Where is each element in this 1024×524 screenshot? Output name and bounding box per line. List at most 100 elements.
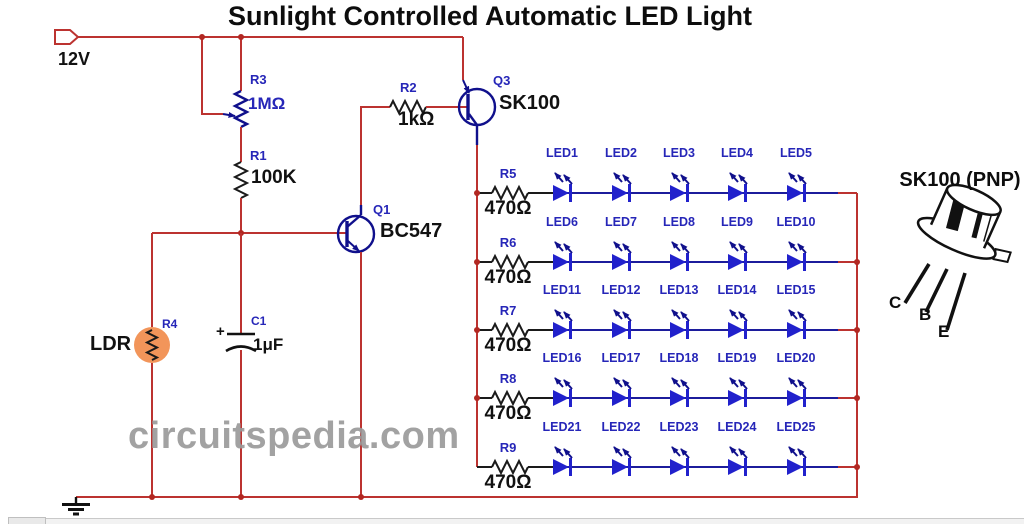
led-name-label: LED18 [659,351,699,365]
ground-symbol [62,497,90,516]
led-symbol [670,446,690,476]
resistor-r2-symbol [389,98,468,116]
row-resistor-ref-label: R7 [499,303,517,318]
led-name-label: LED2 [605,146,637,160]
c1-ref-label: C1 [251,314,267,328]
led-symbol [612,241,632,271]
led-symbol [612,172,632,202]
led-row [474,309,860,339]
led-name-label: LED11 [542,283,582,297]
row-resistor-ref-label: R6 [499,235,517,250]
transistor-q3-symbol [457,79,497,467]
led-name-label: LED14 [717,283,757,297]
sk100-package-drawing [903,183,1012,331]
capacitor-c1-symbol [225,332,257,497]
led-name-label: LED5 [780,146,812,160]
led-name-label: LED4 [721,146,753,160]
led-symbol [787,309,807,339]
led-symbol [670,172,690,202]
led-name-label: LED16 [542,351,582,365]
page-bottom-strip-edge [8,517,46,524]
led-name-label: LED7 [605,215,637,229]
led-symbol [728,309,748,339]
transistor-q1-symbol [336,106,390,497]
led-name-label: LED13 [659,283,699,297]
led-symbol [787,446,807,476]
led-symbol [612,446,632,476]
row-resistor-ref-label: R9 [499,440,517,455]
r3-ref-label: R3 [250,72,267,87]
row-resistor-ref-label: R8 [499,371,517,386]
led-symbol [728,241,748,271]
led-name-label: LED12 [601,283,641,297]
ldr-symbol [134,327,170,497]
r1-ref-label: R1 [250,148,267,163]
led-name-label: LED20 [776,351,816,365]
led-symbol [670,241,690,271]
led-symbol [553,309,573,339]
power-rail-wires [78,34,464,115]
led-name-label: LED6 [546,215,578,229]
row-resistor-value-label: 470Ω [484,198,532,219]
q3-ref-label: Q3 [493,73,511,88]
led-name-label: LED1 [546,146,578,160]
led-symbol [787,172,807,202]
supply-voltage-label: 12V [58,49,91,69]
q1-ref-label: Q1 [373,202,391,217]
led-name-label: LED23 [659,420,699,434]
led-symbol [612,377,632,407]
led-symbol [553,172,573,202]
led-row [477,446,860,476]
led-name-label: LED24 [717,420,757,434]
row-resistor-ref-label: R5 [499,166,517,181]
row-resistor-value-label: 470Ω [484,335,532,356]
led-name-label: LED17 [601,351,641,365]
q3-value-label: SK100 [499,92,561,114]
watermark: circuitspedia.com [128,415,460,457]
led-symbol [553,446,573,476]
return-rails [76,193,858,500]
led-row [474,241,860,271]
ldr-label: LDR [90,333,132,355]
led-array [474,172,860,476]
r2-value-label: 1kΩ [398,109,435,130]
led-symbol [670,309,690,339]
led-symbol [728,377,748,407]
led-symbol [787,241,807,271]
led-name-label: LED15 [776,283,816,297]
led-name-label: LED25 [776,420,816,434]
led-symbol [728,446,748,476]
base-node-wires [151,230,347,334]
c1-polarity-label: + [216,323,225,340]
led-symbol [670,377,690,407]
supply-tag-symbol [54,29,80,45]
page-bottom-strip [8,518,1024,524]
r1-value-label: 100K [251,167,297,188]
pin-label-c: C [889,293,902,312]
q1-value-label: BC547 [380,220,443,242]
ldr-ref-label: R4 [162,317,178,331]
led-symbol [787,377,807,407]
led-symbol [612,309,632,339]
led-name-label: LED19 [717,351,757,365]
led-name-label: LED22 [601,420,641,434]
potentiometer-r3-symbol [222,89,250,129]
led-name-label: LED3 [663,146,695,160]
row-resistor-value-label: 470Ω [484,267,532,288]
led-symbol [728,172,748,202]
led-name-label: LED21 [542,420,582,434]
led-row [474,377,860,407]
pinout-title: SK100 (PNP) [899,169,1021,191]
resistor-r1-symbol [232,127,250,233]
led-symbol [553,377,573,407]
r2-ref-label: R2 [400,80,417,95]
diagram-title: Sunlight Controlled Automatic LED Light [228,1,752,31]
pin-label-b: B [919,305,932,324]
led-name-label: LED9 [721,215,753,229]
led-symbol [553,241,573,271]
led-name-label: LED8 [663,215,695,229]
pin-label-e: E [938,322,950,341]
led-row [474,172,857,202]
